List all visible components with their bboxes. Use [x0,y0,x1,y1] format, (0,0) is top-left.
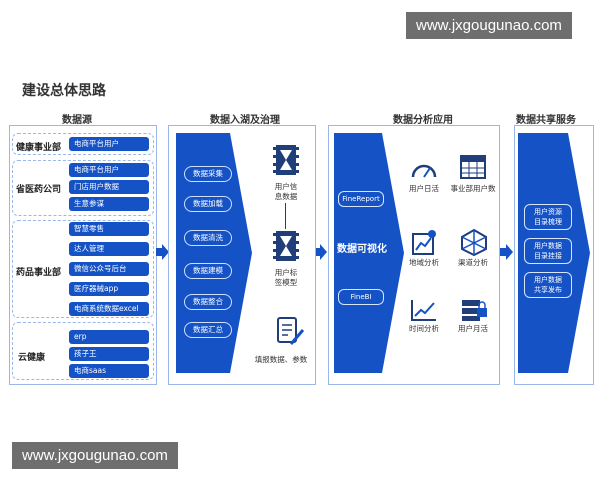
source-item: 孩子王 [69,347,149,361]
visualization-label: 数据可视化 [337,244,387,255]
lake-step: 数据整合 [184,294,232,310]
map-pin-chart-icon [412,230,436,255]
arrow-source-to-lake [156,244,169,260]
source-item: 电商平台用户 [69,137,149,151]
tool-finereport: FineReport [338,191,384,207]
section-title-source: 数据源 [62,115,92,126]
share-chevron [518,133,590,373]
source-group-label: 省医药公司 [16,185,62,195]
user-info-caption: 用户信 息数据 [274,182,298,201]
network-icon [461,228,487,256]
share-item: 用户数据 目录挂接 [524,238,572,264]
source-group-province [12,160,154,216]
share-item: 用户资源 目录梳理 [524,204,572,230]
fill-data-caption: 填报数据、参数 [254,355,308,364]
user-tag-caption: 用户标 签模型 [274,268,298,287]
source-item: 门店用户数据 [69,180,149,194]
gauge-icon [411,164,437,178]
app-caption: 地域分析 [409,258,439,267]
analysis-chevron [334,133,404,373]
tool-finebi: FineBI [338,289,384,305]
watermark-bottom: www.jxgougunao.com [12,442,178,469]
film-icon [273,145,299,175]
source-item: 达人管理 [69,242,149,256]
connector-line [285,203,286,229]
lake-step: 数据采集 [184,166,232,182]
share-item: 用户数据 共享发布 [524,272,572,298]
server-lock-icon [462,300,487,321]
film-icon [273,231,299,261]
app-caption: 事业部用户数 [450,184,496,193]
lake-step: 数据加载 [184,196,232,212]
source-item: 微信公众号后台 [69,262,149,276]
table-icon [460,155,486,179]
source-item: 生意参谋 [69,197,149,211]
app-caption: 时间分析 [409,324,439,333]
source-item: 电商平台用户 [69,163,149,177]
section-title-lake: 数据入湖及治理 [210,115,280,126]
source-group-label: 药品事业部 [16,268,62,278]
source-group-pharma [12,220,154,318]
source-item: 电商saas [69,364,149,378]
source-item: 智慧零售 [69,222,149,236]
page-title: 建设总体思路 [22,83,106,99]
lake-chevron [176,133,252,373]
source-group-cloud [12,322,154,380]
lake-step: 数据汇总 [184,322,232,338]
section-title-analysis: 数据分析应用 [393,115,453,126]
app-caption: 用户月活 [458,324,488,333]
app-caption: 用户日活 [409,184,439,193]
source-item: erp [69,330,149,344]
arrow-lake-to-analysis [314,244,327,260]
watermark-top: www.jxgougunao.com [406,12,572,39]
arrow-analysis-to-share [500,244,513,260]
source-group-label: 健康事业部 [16,143,62,153]
source-group-health [12,133,154,155]
source-item: 电商系统数据excel [69,302,149,316]
lake-step: 数据建模 [184,263,232,279]
line-chart-icon [411,300,436,321]
lake-step: 数据清洗 [184,230,232,246]
source-item: 医疗器械app [69,282,149,296]
section-title-share: 数据共享服务 [516,115,576,126]
source-group-label: 云健康 [18,353,46,363]
app-caption: 渠道分析 [458,258,488,267]
document-edit-icon [277,317,305,345]
